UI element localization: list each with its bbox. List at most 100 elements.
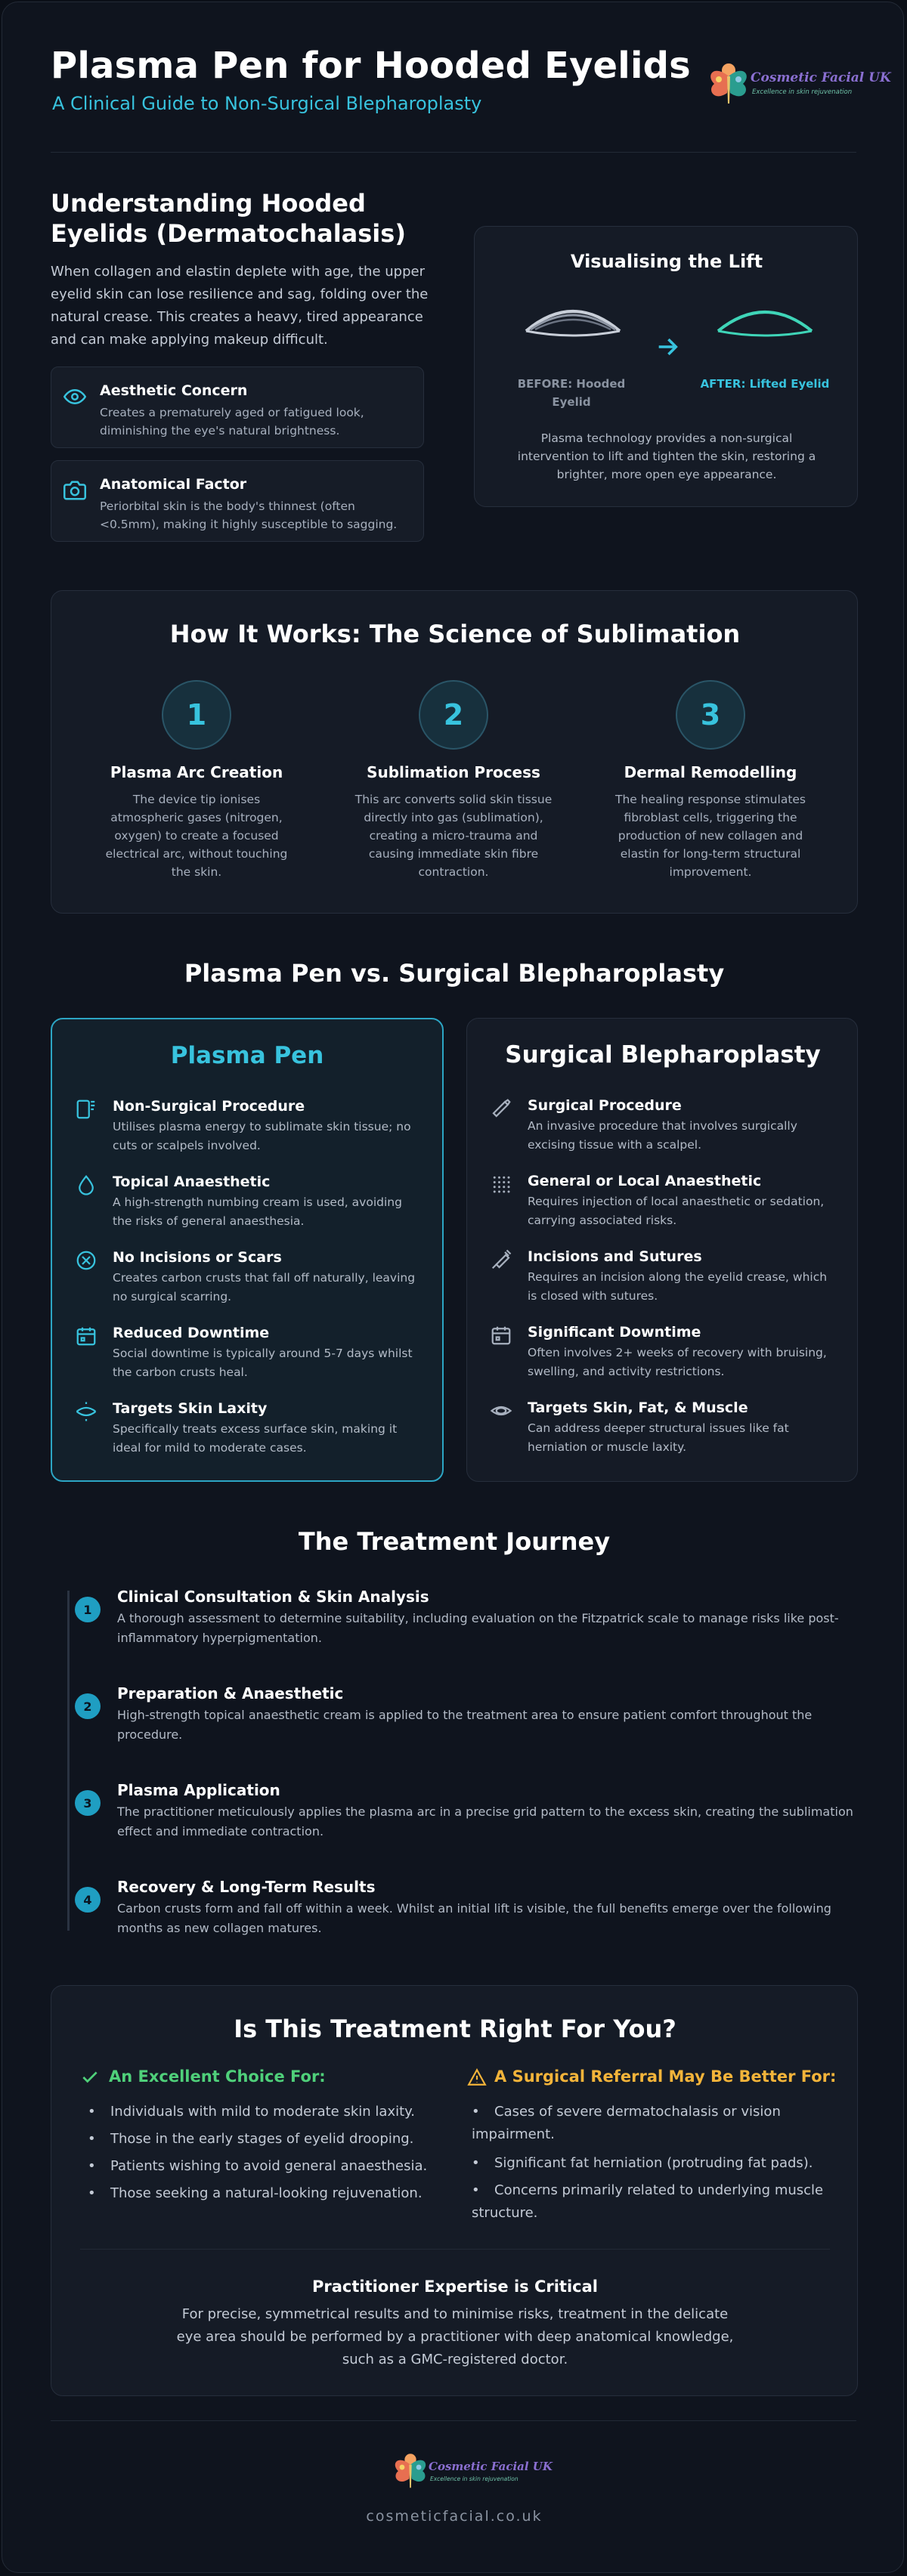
step-number-1: 1 <box>162 680 231 750</box>
anatomical-factor-text: Periorbital skin is the body's thinnest … <box>100 499 398 531</box>
step-number-2: 2 <box>419 680 488 750</box>
surgical-item-2-title: General or Local Anaesthetic <box>528 1173 762 1189</box>
good-bullet-3: • <box>88 2158 96 2174</box>
journey-step-4-text: Carbon crusts form and fall off within a… <box>117 1901 831 1935</box>
plasma-item-1-title: Non-Surgical Procedure <box>113 1098 305 1115</box>
dots-grid-icon <box>493 1176 510 1193</box>
journey-title: The Treatment Journey <box>298 1527 611 1556</box>
calendar-icon <box>76 1327 96 1346</box>
eye-lift-icon <box>76 1402 97 1421</box>
journey-step-1-dot: 1 <box>75 1597 101 1622</box>
surgical-item-2-text: Requires injection of local anaesthetic … <box>528 1195 825 1227</box>
page-title: Plasma Pen for Hooded Eyelids <box>51 45 691 87</box>
plasma-item-2-text: A high-strength numbing cream is used, a… <box>113 1195 402 1228</box>
referral-bullet-1: • <box>472 2104 480 2120</box>
camera-icon <box>63 481 86 500</box>
plasma-item-2-title: Topical Anaesthetic <box>113 1174 271 1190</box>
surgical-card: Surgical Blepharoplasty Surgical Procedu… <box>466 1018 858 1482</box>
how-step-3-text: The healing response stimulates fibrobla… <box>614 793 806 879</box>
expertise-text: For precise, symmetrical results and to … <box>176 2306 734 2367</box>
plasma-pen-card: Plasma Pen Non-Surgical Procedure Utilis… <box>51 1018 444 1482</box>
referral-title: A Surgical Referral May Be Better For: <box>494 2067 837 2086</box>
good-item-4: Those seeking a natural-looking rejuvena… <box>110 2185 423 2201</box>
understanding-title: Understanding Hooded Eyelids (Dermatocha… <box>51 189 406 248</box>
right-for-you-title: Is This Treatment Right For You? <box>234 2015 676 2043</box>
how-it-works-title: How It Works: The Science of Sublimation <box>169 620 741 648</box>
journey-step-4-title: Recovery & Long-Term Results <box>117 1878 376 1896</box>
visualising-lift-card: Visualising the Lift BEFORE: Hooded Eyel… <box>474 226 858 507</box>
how-step-1-title: Plasma Arc Creation <box>110 763 283 781</box>
check-icon <box>82 2071 98 2083</box>
footer-divider <box>51 2420 856 2421</box>
step-number-3: 3 <box>676 680 745 750</box>
referral-item-1: Cases of severe dermatochalasis or visio… <box>472 2104 781 2142</box>
scalpel-icon <box>492 1099 511 1118</box>
butterfly-logo-icon <box>710 63 747 104</box>
how-it-works-card: How It Works: The Science of Sublimation… <box>51 590 858 914</box>
plasma-pen-title: Plasma Pen <box>170 1042 324 1069</box>
droplet-icon <box>79 1175 94 1195</box>
syringe-icon <box>491 1249 512 1269</box>
plasma-item-3-title: No Incisions or Scars <box>113 1249 282 1266</box>
referral-bullet-2: • <box>472 2155 480 2171</box>
how-step-1-text: The device tip ionises atmospheric gases… <box>105 793 288 879</box>
journey-step-1-text: A thorough assessment to determine suita… <box>117 1611 839 1645</box>
plasma-item-3-text: Creates carbon crusts that fall off natu… <box>113 1271 416 1303</box>
journey-step-3-title: Plasma Application <box>117 1781 280 1799</box>
visualising-title: Visualising the Lift <box>570 251 763 272</box>
logo-tagline: Excellence in skin rejuvenation <box>752 88 853 96</box>
good-choice-title: An Excellent Choice For: <box>109 2067 326 2086</box>
journey-step-2-title: Preparation & Anaesthetic <box>117 1684 344 1702</box>
header-logo[interactable]: Cosmetic Facial UK Excellence in skin re… <box>704 60 891 113</box>
referral-item-3: Concerns primarily related to underlying… <box>472 2182 824 2221</box>
comparison-title: Plasma Pen vs. Surgical Blepharoplasty <box>184 959 725 988</box>
good-bullet-4: • <box>88 2185 96 2201</box>
aesthetic-concern-card: Aesthetic Concern Creates a prematurely … <box>51 366 424 448</box>
aesthetic-concern-title: Aesthetic Concern <box>100 382 248 399</box>
surgical-item-4-text: Often involves 2+ weeks of recovery with… <box>528 1346 827 1378</box>
surgical-item-5-title: Targets Skin, Fat, & Muscle <box>528 1399 748 1416</box>
plasma-item-4-title: Reduced Downtime <box>113 1325 270 1341</box>
right-divider <box>80 2249 830 2250</box>
good-item-1: Individuals with mild to moderate skin l… <box>110 2104 415 2120</box>
anatomical-factor-title: Anatomical Factor <box>100 476 247 493</box>
understanding-intro: When collagen and elastin deplete with a… <box>51 264 429 348</box>
footer-logo-text: Cosmetic Facial UK <box>429 2460 553 2473</box>
lifted-eyelid-illustration <box>717 311 813 337</box>
journey-step-4-dot: 4 <box>75 1887 101 1913</box>
surgical-item-3-text: Requires an incision along the eyelid cr… <box>528 1270 828 1303</box>
expertise-title: Practitioner Expertise is Critical <box>312 2278 598 2296</box>
surgical-title: Surgical Blepharoplasty <box>505 1041 821 1068</box>
journey-timeline <box>67 1591 70 1931</box>
after-label: AFTER: Lifted Eyelid <box>700 377 830 391</box>
plasma-item-5-text: Specifically treats excess surface skin,… <box>113 1422 398 1455</box>
surgical-item-1-title: Surgical Procedure <box>528 1097 682 1114</box>
footer-logo-tagline: Excellence in skin rejuvenation <box>430 2475 519 2482</box>
referral-bullet-3: • <box>472 2182 480 2198</box>
footer-site-link[interactable]: cosmeticfacial.co.uk <box>366 2508 543 2525</box>
how-step-2-title: Sublimation Process <box>367 763 540 781</box>
surgical-item-1-text: An invasive procedure that involves surg… <box>528 1119 797 1152</box>
surgical-item-3-title: Incisions and Sutures <box>528 1248 702 1265</box>
warning-icon <box>467 2068 487 2086</box>
referral-item-2: Significant fat herniation (protruding f… <box>494 2155 813 2171</box>
aesthetic-concern-text: Creates a prematurely aged or fatigued l… <box>100 406 364 438</box>
plasma-item-5-title: Targets Skin Laxity <box>113 1400 268 1417</box>
good-item-2: Those in the early stages of eyelid droo… <box>110 2131 414 2147</box>
before-label: BEFORE: Hooded Eyelid <box>517 377 626 409</box>
footer-logo[interactable]: Cosmetic Facial UK Excellence in skin re… <box>389 2451 553 2496</box>
page-subtitle: A Clinical Guide to Non-Surgical Blephar… <box>52 93 482 114</box>
how-step-2-text: This arc converts solid skin tissue dire… <box>354 793 553 879</box>
logo-text: Cosmetic Facial UK <box>751 70 891 85</box>
plasma-item-4-text: Social downtime is typically around 5-7 … <box>113 1347 413 1379</box>
arrow-right-icon <box>658 338 678 356</box>
good-item-3: Patients wishing to avoid general anaest… <box>110 2158 428 2174</box>
calendar-icon <box>491 1326 511 1345</box>
eye-icon <box>63 388 86 405</box>
journey-step-2-dot: 2 <box>75 1693 101 1719</box>
hooded-eyelid-illustration <box>525 310 621 337</box>
surgical-item-5-text: Can address deeper structural issues lik… <box>528 1421 789 1454</box>
journey-step-1-title: Clinical Consultation & Skin Analysis <box>117 1588 429 1606</box>
visualising-caption: Plasma technology provides a non-surgica… <box>517 431 816 481</box>
